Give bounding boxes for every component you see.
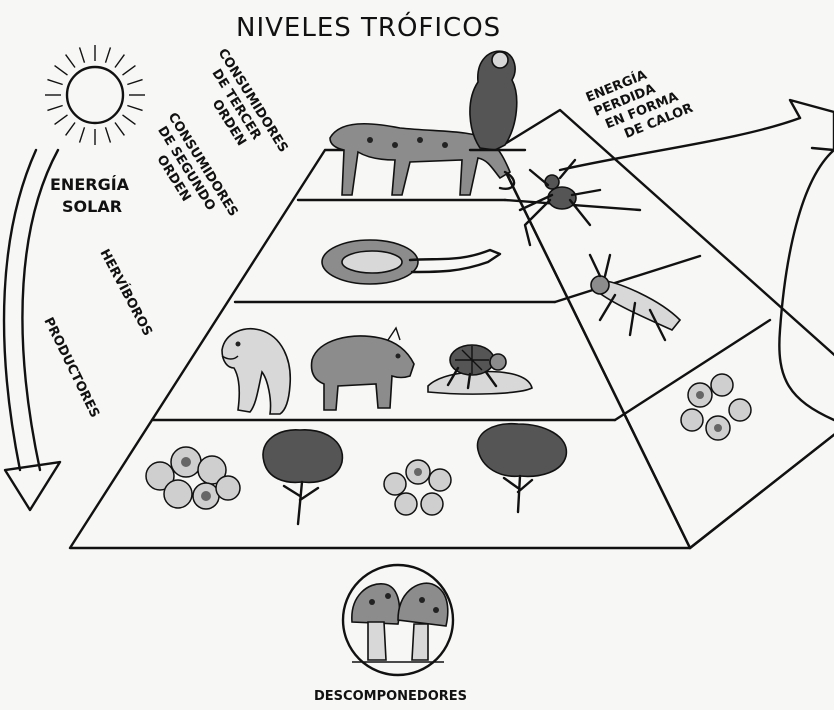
sun-ray (115, 55, 124, 68)
sun-ray (80, 127, 85, 142)
label-productores: PRODUCTORES (40, 315, 102, 420)
vulture-icon (470, 51, 525, 150)
label-descomponedores: DESCOMPONEDORES (314, 689, 467, 704)
sun-ray (55, 115, 68, 124)
sun-ray (47, 106, 62, 111)
sun-ray (106, 127, 111, 142)
manatee-icon (222, 329, 290, 414)
sun-ray (66, 123, 75, 136)
beetle-icon (428, 345, 532, 394)
tree-icon (477, 424, 566, 512)
tapir-icon (312, 328, 415, 410)
plant-icon (146, 447, 240, 509)
diagram-title: NIVELES TRÓFICOS (236, 11, 501, 43)
plant-icon (384, 460, 451, 515)
sun-ray (123, 115, 136, 124)
snake-icon (322, 240, 500, 284)
mushrooms-icon (343, 565, 453, 675)
sun-ray (80, 47, 85, 62)
label-energia-solar-2: SOLAR (62, 197, 122, 216)
label-herbivoros: HERVÍBOROS (96, 246, 155, 338)
label-energia-solar-1: ENERGÍA (50, 175, 130, 194)
sun-ray (106, 47, 111, 62)
sun-ray (123, 66, 136, 75)
sun-ray (115, 123, 124, 136)
sun-ray (55, 66, 68, 75)
sun-ray (47, 80, 62, 85)
sun-ray (127, 106, 142, 111)
sun-icon (45, 45, 145, 145)
sun-ray (66, 55, 75, 68)
sun-ray (127, 80, 142, 85)
plant-icon (681, 374, 751, 440)
tree-icon (263, 430, 342, 524)
